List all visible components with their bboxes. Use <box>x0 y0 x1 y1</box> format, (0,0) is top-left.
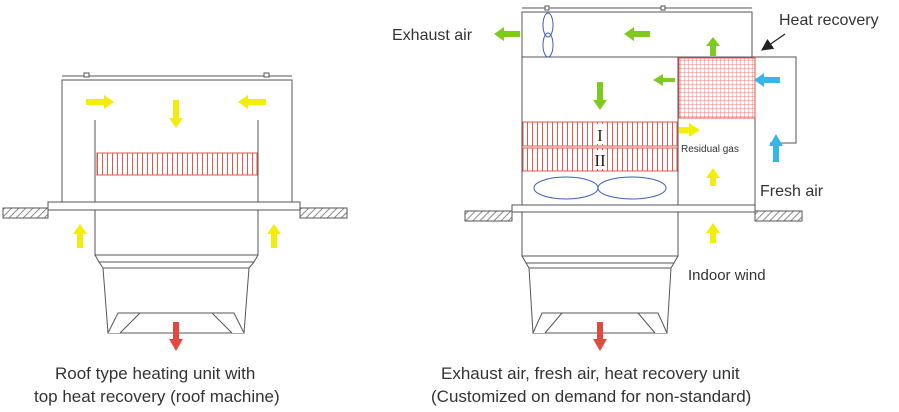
green-arrow-icon <box>494 27 720 110</box>
roof-slab-right-2 <box>754 210 803 222</box>
pointer-arrow-icon <box>761 33 786 51</box>
coil-2-label: II <box>594 151 606 170</box>
residual-gas-label: Residual gas <box>681 144 739 155</box>
yellow-arrow-icon-2 <box>679 123 720 243</box>
roof-slab-right <box>299 207 348 219</box>
heat-recovery-core <box>678 57 756 119</box>
fresh-air-label: Fresh air <box>760 183 824 200</box>
exhaust-fan-icon <box>542 12 554 58</box>
heat-recovery-label: Heat recovery <box>779 12 879 29</box>
exhaust-air-label: Exhaust air <box>392 27 473 44</box>
left-unit <box>2 72 348 334</box>
right-caption-line2: (Customized on demand for non-standard) <box>431 387 751 406</box>
yellow-arrow-icon <box>73 95 281 248</box>
roof-slab-left-2 <box>464 210 513 222</box>
red-arrow-icon-2 <box>593 322 607 351</box>
indoor-wind-label: Indoor wind <box>688 267 766 284</box>
left-coil <box>96 152 258 176</box>
red-arrow-icon <box>169 322 183 351</box>
left-caption-line1: Roof type heating unit with <box>55 364 255 383</box>
blue-arrow-icon <box>754 73 783 162</box>
right-caption-line1: Exhaust air, fresh air, heat recovery un… <box>441 364 740 383</box>
left-caption-line2: top heat recovery (roof machine) <box>34 387 280 406</box>
roof-slab-left <box>2 207 49 219</box>
fan-icon <box>533 176 667 200</box>
coil-1-label: I <box>597 126 603 145</box>
